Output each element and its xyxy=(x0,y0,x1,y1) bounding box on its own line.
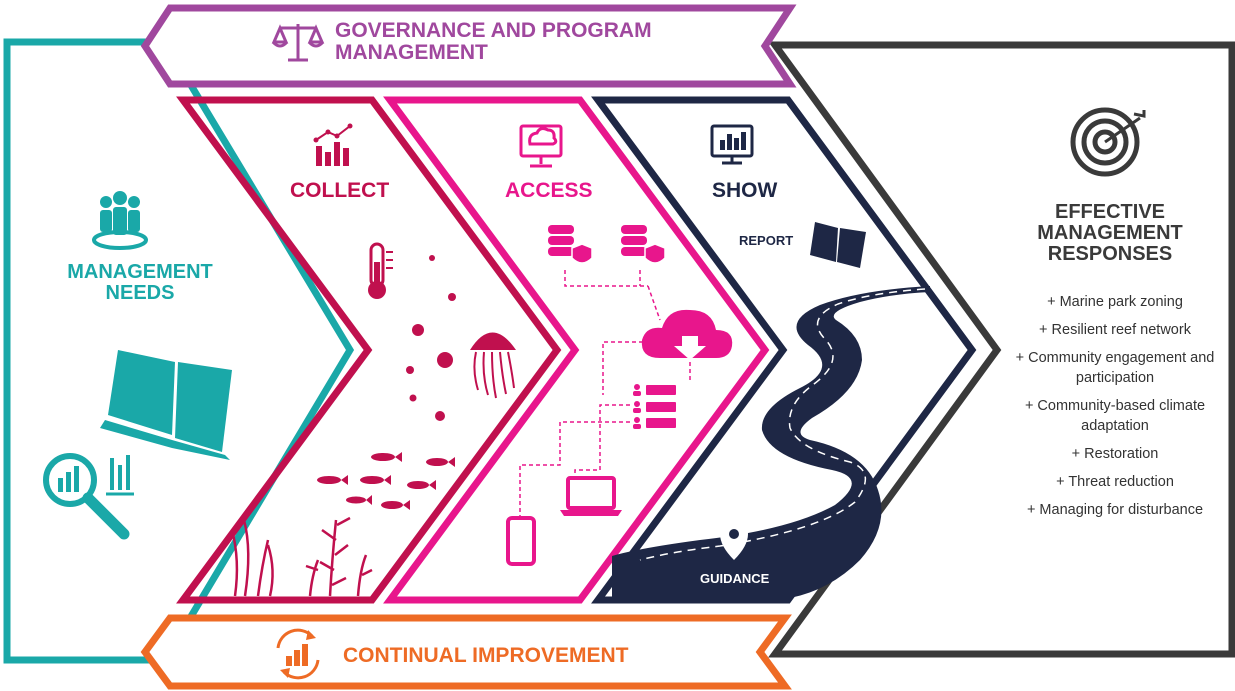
collect-title: COLLECT xyxy=(290,179,390,202)
response-item: + Marine park zoning xyxy=(1047,294,1183,310)
user-server-icon xyxy=(633,384,676,429)
thermometer-icon xyxy=(368,242,393,299)
location-pin-icon xyxy=(720,520,748,560)
dashboard-icon xyxy=(710,124,754,165)
response-list: + Marine park zoning + Resilient reef ne… xyxy=(1010,292,1220,528)
cloud-computer-icon xyxy=(519,124,563,168)
chart-trend-icon xyxy=(313,123,353,166)
outcome-chevron xyxy=(768,41,1235,658)
access-title: ACCESS xyxy=(505,179,593,202)
response-item: + Community engagement and participation xyxy=(1015,350,1215,386)
collect-chevron xyxy=(176,96,562,604)
scales-icon xyxy=(271,24,325,62)
needs-chevron xyxy=(3,38,355,664)
analytics-magnifier-icon xyxy=(43,453,134,540)
seaweed-icon xyxy=(230,516,373,597)
guidance-label: GUIDANCE xyxy=(700,571,770,586)
book-icon xyxy=(100,350,232,460)
people-icon xyxy=(92,191,148,250)
report-book-icon xyxy=(810,222,866,268)
governance-banner-title: GOVERNANCE AND PROGRAM MANAGEMENT xyxy=(335,19,652,65)
phone-icon xyxy=(506,516,536,566)
laptop-icon xyxy=(560,476,622,516)
database-shield-icon xyxy=(548,225,666,264)
road-icon xyxy=(612,286,930,598)
response-item: + Restoration xyxy=(1071,446,1159,462)
fish-icon xyxy=(317,452,455,510)
continual-banner xyxy=(140,614,792,690)
response-item: + Resilient reef network xyxy=(1039,322,1191,338)
bubbles xyxy=(406,255,456,421)
show-chevron xyxy=(591,96,977,604)
response-item: + Community-based climate adaptation xyxy=(1024,398,1206,434)
cloud-download-icon xyxy=(641,309,733,360)
jellyfish-icon xyxy=(470,332,516,399)
refresh-chart-icon xyxy=(276,628,320,680)
data-connectors xyxy=(519,270,691,516)
response-item: + Threat reduction xyxy=(1056,474,1174,490)
report-label: REPORT xyxy=(739,233,794,248)
response-item: + Managing for disturbance xyxy=(1026,502,1204,518)
access-chevron xyxy=(383,96,770,604)
show-title: SHOW xyxy=(712,179,778,202)
needs-title: MANAGEMENT NEEDS xyxy=(67,261,213,304)
target-icon xyxy=(1070,107,1146,177)
outcome-title: EFFECTIVE MANAGEMENT RESPONSES xyxy=(1037,201,1183,265)
continual-banner-title: CONTINUAL IMPROVEMENT xyxy=(343,644,629,667)
